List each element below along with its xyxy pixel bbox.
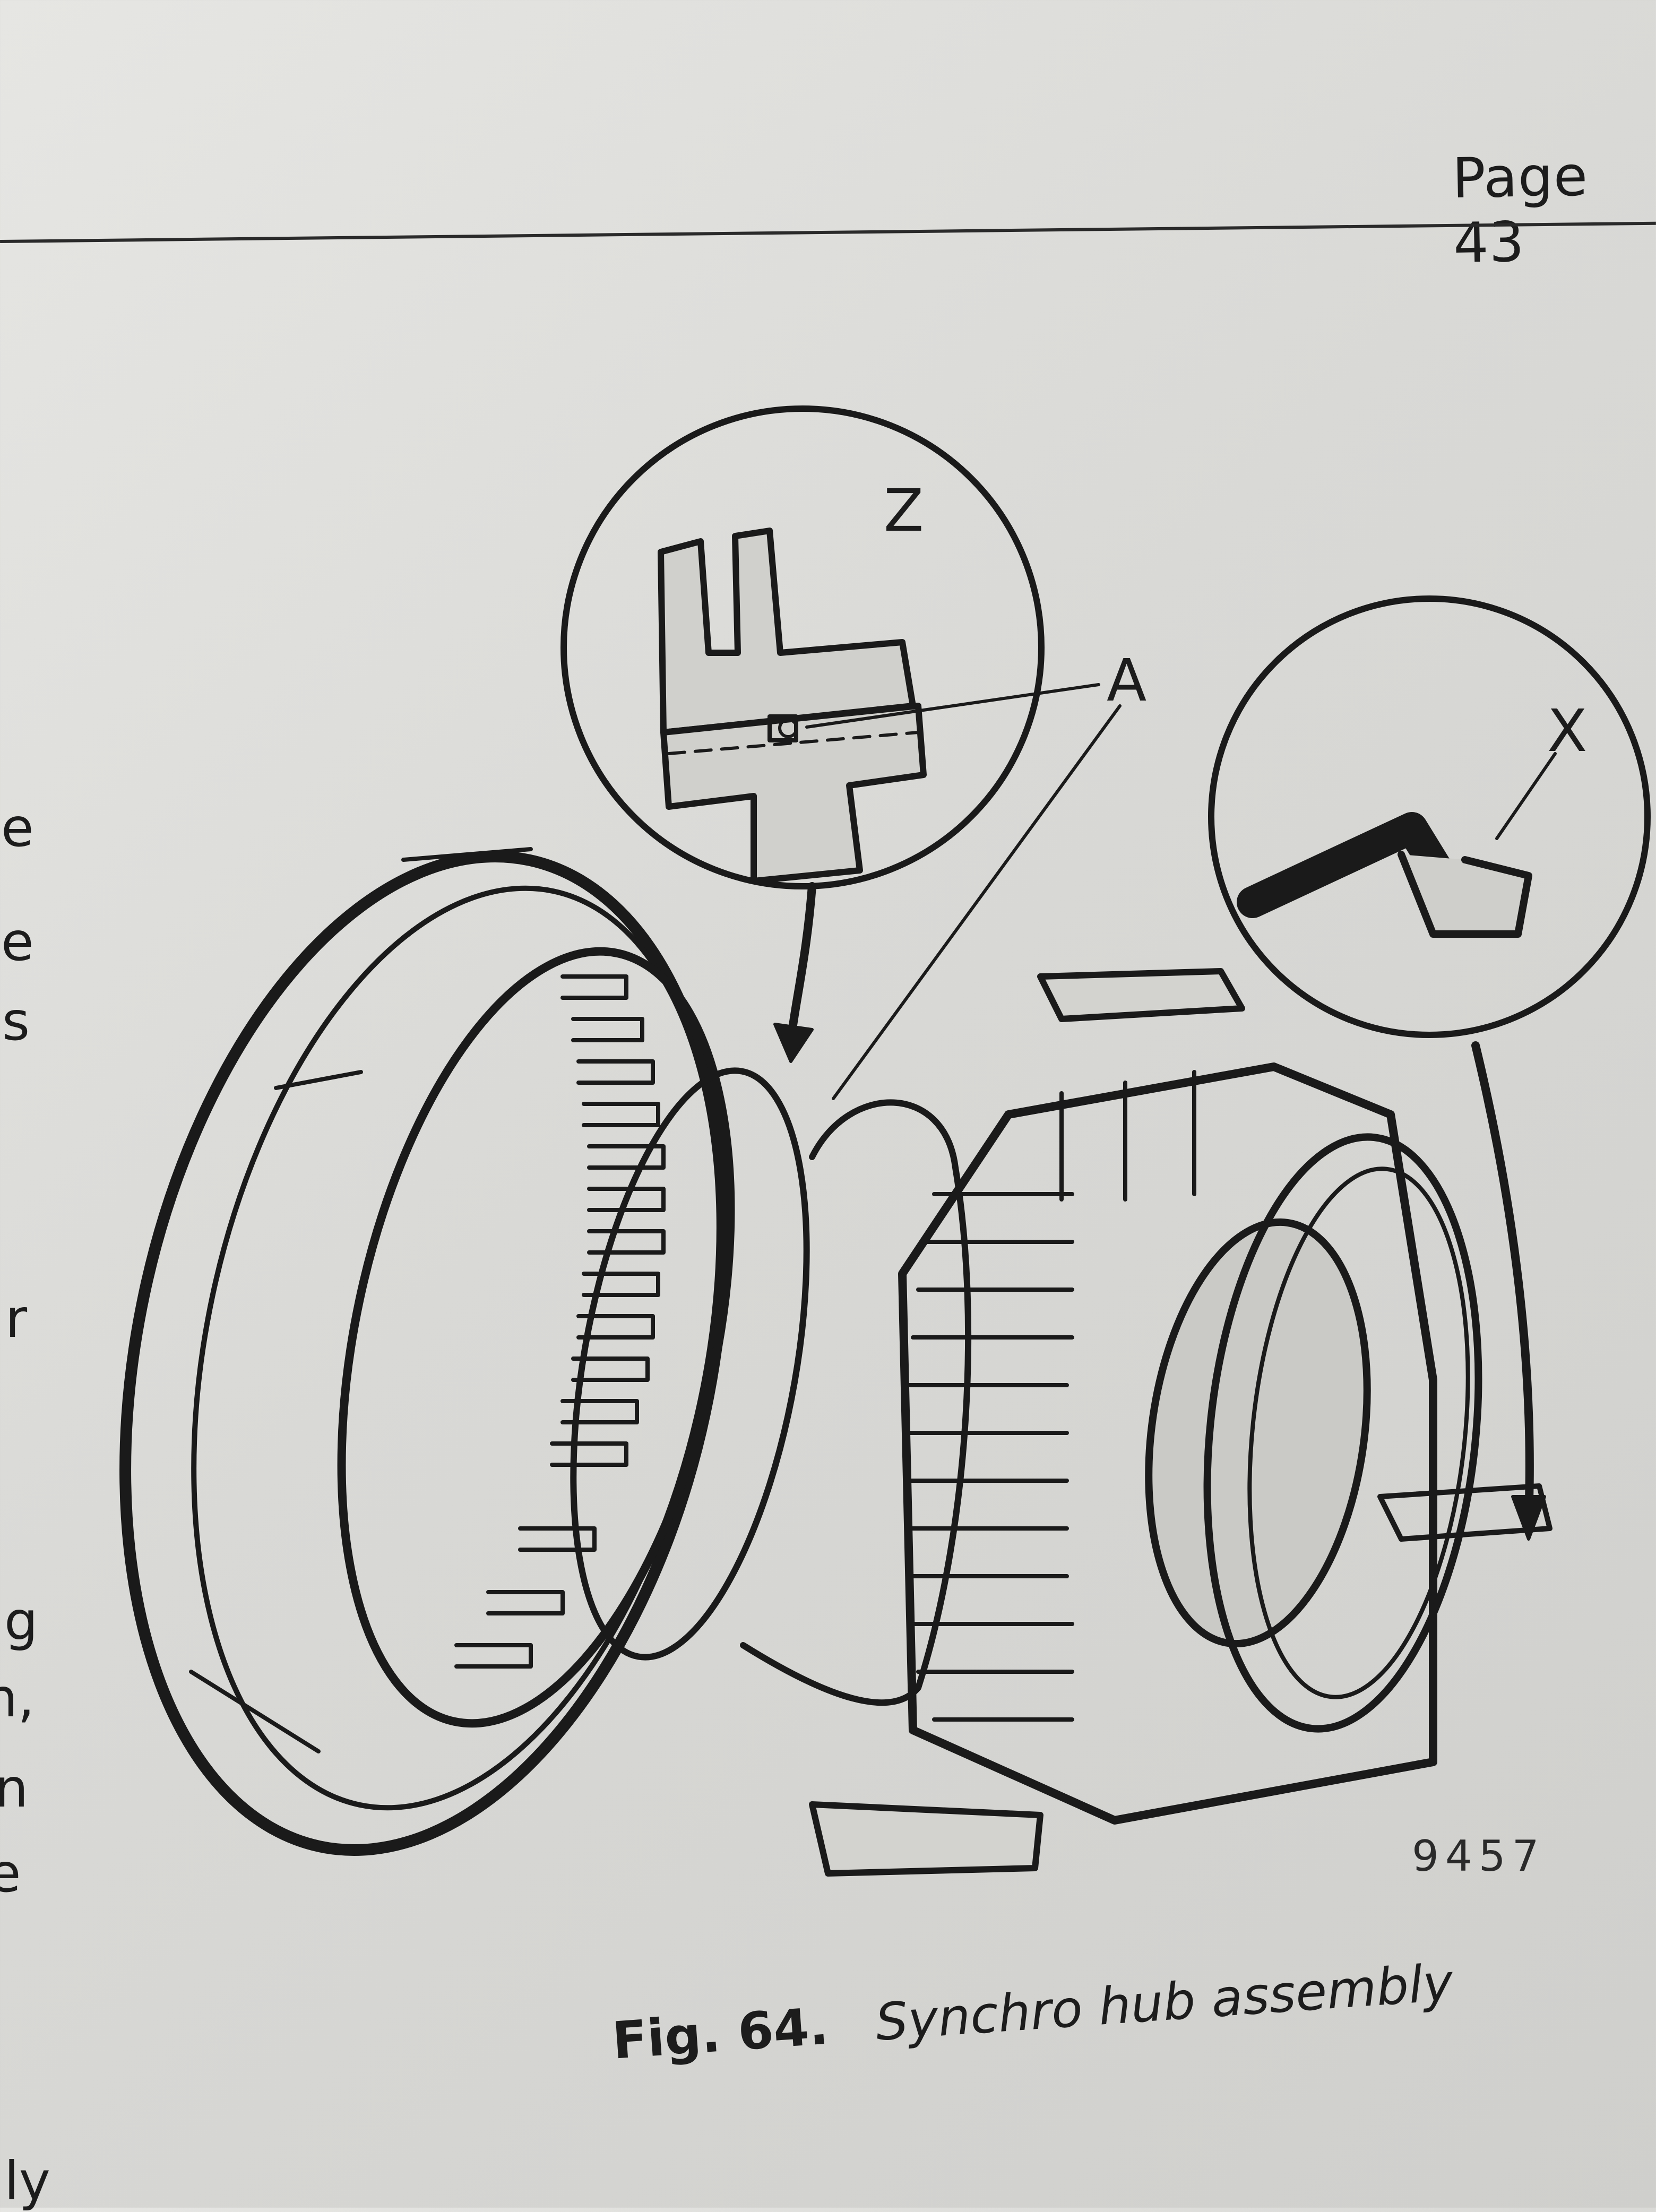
shifting-plate-top [1037,968,1245,1022]
margin-text-fragment: r [5,1288,28,1350]
leader-x [1495,752,1557,840]
detail-circle-x [1208,595,1651,1038]
margin-text-fragment: g [4,1590,38,1652]
margin-text-fragment: e [0,1842,21,1904]
plate-number: 9457 [1412,1831,1546,1881]
arrow-z [787,882,816,1044]
callout-z: Z [884,477,924,545]
margin-text-fragment: e [1,911,34,973]
margin-text-fragment: n, [0,1667,35,1729]
synchro-hub [898,1062,1437,1825]
detail-circle-z [560,405,1045,889]
margin-text-fragment: ly [4,2150,50,2212]
margin-text-fragment: s [2,990,30,1052]
arrow-x [1471,1041,1534,1522]
shifting-plate-bottom [809,1801,1043,1877]
spring-ring-left [570,1067,810,1661]
margin-text-fragment: n [0,1757,29,1819]
baulk-ring [1203,1133,1552,1733]
callout-a: A [1107,646,1146,714]
leader-a-part [832,704,1122,1100]
leader-a-detail [805,683,1100,729]
margin-text-fragment: e [1,797,34,859]
callout-x: X [1547,697,1587,765]
spring-ring-middle [740,1099,972,1706]
synchro-sleeve [119,847,735,1856]
